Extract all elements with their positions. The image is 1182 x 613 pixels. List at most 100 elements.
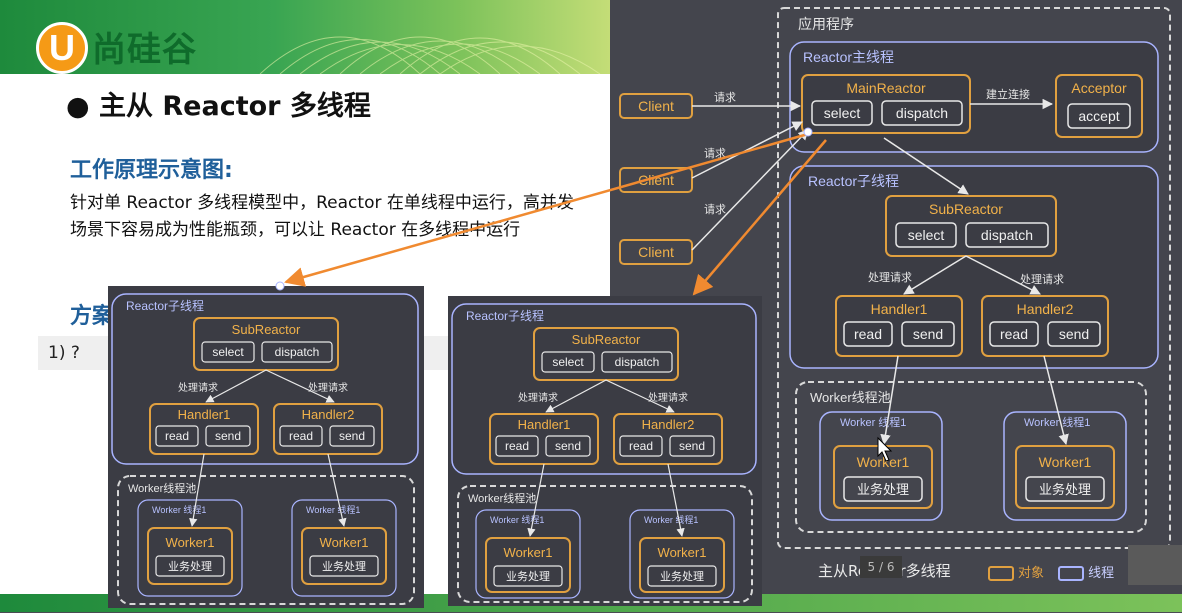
acceptor-box [1055,74,1143,138]
copy-a-select-label: select [212,345,244,359]
section-heading: 工作原理示意图: [70,158,233,183]
bullet-title: ● 主从 Reactor 多线程 [66,91,371,122]
mouse-cursor-icon [877,436,893,462]
copy-a-h1-send-label: send [215,429,241,443]
sub-reactor-copy-b-diagram: Reactor子线程 SubReactor select dispatch 处理… [451,303,757,603]
sub-select-label: select [908,227,945,243]
copy-a-handler2-label: Handler2 [302,407,355,422]
copy-a-handler1-label: Handler1 [178,407,231,422]
copy-b-handle-request-2: 处理请求 [648,391,688,404]
copy-b-worker-thread-label-2: Worker 线程1 [644,514,698,525]
copy-a-worker1-box-2 [301,527,387,585]
copy-a-worker-thread-2 [291,499,397,597]
app-boundary [777,7,1171,549]
handler1-send-label: send [913,326,943,342]
app-label: 应用程序 [798,16,854,32]
copy-a-sub-thread-label: Reactor子线程 [126,298,204,313]
handler2-box [981,295,1109,357]
copy-a-sub-reactor-label: SubReactor [232,322,301,337]
copy-b-dispatch-box [601,351,673,373]
copy-b-select-label: select [552,355,584,369]
copy-a-worker1-label-1: Worker1 [166,535,215,550]
establish-label: 建立连接 [986,87,1030,101]
copy-b-business-box-1 [493,565,563,587]
legend-object-swatch [988,566,1014,581]
handler1-to-worker-arrow [880,355,899,446]
business-box-2 [1025,476,1105,502]
copy-a-h2-read-label: read [289,429,313,443]
legend-thread-label: 线程 [1088,566,1115,581]
sub-reactor-copy-a-diagram: Reactor子线程 SubReactor select dispatch 处理… [111,293,419,605]
sub-reactor-box [885,195,1057,257]
business-label-1: 业务处理 [857,482,909,497]
page-indicator: 5 / 6 [860,556,902,578]
handler2-send-label: send [1059,326,1089,342]
sub-select-box [895,222,957,248]
accept-label: accept [1078,108,1119,124]
copy-b-arrow-w2 [667,463,685,537]
legend-object-label: 对象 [1018,566,1045,581]
banner-decoration [259,36,601,74]
request-label-2: 请求 [704,147,726,160]
copy-a-business-label-1: 业务处理 [168,560,212,573]
main-reactor-label: MainReactor [846,80,926,96]
worker1-label-2: Worker1 [1039,454,1092,470]
copy-a-worker1-box-1 [147,527,233,585]
copy-b-h1-read-label: read [505,439,529,453]
copy-a-sub-thread [111,293,419,465]
worker1-box-2 [1015,445,1115,509]
copy-a-h1-read-box [155,425,199,447]
copy-b-handler1-label: Handler1 [518,417,571,432]
copy-b-h2-read-box [619,435,663,457]
copy-b-worker-thread-2 [629,509,735,599]
sub-thread-label: Reactor子线程 [808,173,899,189]
worker-thread-2 [1003,411,1127,521]
request-label-1: 请求 [714,91,736,104]
copy-b-select-box [541,351,595,373]
video-control-overlay [1128,545,1182,585]
copy-b-arrow-h1 [545,379,607,413]
copy-b-h2-send-box [669,435,715,457]
copy-b-worker-pool [457,485,753,603]
copy-a-handle-request-2: 处理请求 [308,381,348,394]
sub-dispatch-box [965,222,1049,248]
sub-reactor-copy-b: Reactor子线程 SubReactor select dispatch 处理… [448,296,762,606]
copy-a-select-box [201,341,255,363]
copy-b-h2-send-label: send [679,439,705,453]
worker-pool [795,381,1147,533]
copy-b-worker-thread-label-1: Worker 线程1 [490,514,544,525]
copy-a-h1-read-label: read [165,429,189,443]
sub-to-handler1-arrow [903,255,967,295]
copy-a-worker-thread-label-1: Worker 线程1 [152,504,206,515]
main-dispatch-box [881,100,963,126]
copy-a-business-box-2 [309,555,379,577]
copy-a-worker1-label-2: Worker1 [320,535,369,550]
handle-request-label-2: 处理请求 [1020,273,1064,286]
dispatch-to-sub-arrow [883,137,969,195]
handler2-label: Handler2 [1017,301,1074,317]
copy-a-business-label-2: 业务处理 [322,560,366,573]
copy-a-handle-request-1: 处理请求 [178,381,218,394]
copy-a-h2-read-box [279,425,323,447]
copy-a-worker-thread-1 [137,499,243,597]
handler2-send-box [1047,321,1101,347]
copy-b-h2-read-label: read [629,439,653,453]
copy-a-dispatch-label: dispatch [275,345,320,359]
copy-b-h1-send-label: send [555,439,581,453]
worker-thread-label-2: Worker 线程1 [1024,415,1090,429]
copy-b-arrow-h2 [605,379,675,413]
handler1-box [835,295,963,357]
copy-b-handle-request-1: 处理请求 [518,391,558,404]
copy-b-business-label-2: 业务处理 [660,570,704,583]
worker-thread-label-1: Worker 线程1 [840,415,906,429]
copy-a-arrow-h2 [265,369,335,403]
copy-a-worker-thread-label-2: Worker 线程1 [306,504,360,515]
copy-b-worker1-label-1: Worker1 [504,545,553,560]
client-label-3: Client [638,244,674,260]
handler1-send-box [901,321,955,347]
copy-b-arrow-w1 [527,463,545,537]
sub-reactor-copy-a: Reactor子线程 SubReactor select dispatch 处理… [108,286,424,608]
handler1-read-box [843,321,893,347]
copy-b-business-label-1: 业务处理 [506,570,550,583]
copy-a-arrow-w2 [327,453,347,527]
